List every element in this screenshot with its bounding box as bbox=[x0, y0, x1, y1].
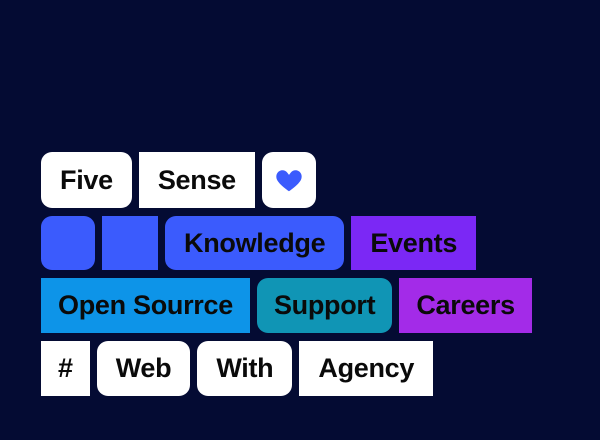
tag-empty-1[interactable] bbox=[41, 216, 95, 270]
tag-[interactable]: # bbox=[41, 341, 90, 396]
tag-label: # bbox=[58, 353, 73, 383]
tag-label: Web bbox=[115, 353, 172, 383]
tag-open-sourrce[interactable]: Open Sourrce bbox=[41, 278, 250, 333]
tag-row-3: Open Sourrce Support Careers bbox=[41, 278, 532, 333]
tag-label: Sense bbox=[157, 164, 236, 195]
tag-label: Open Sourrce bbox=[58, 290, 233, 320]
tag-label: Events bbox=[370, 227, 458, 258]
tag-five[interactable]: Five bbox=[41, 152, 132, 208]
tag-agency[interactable]: Agency bbox=[299, 341, 434, 396]
tag-label: Agency bbox=[318, 353, 415, 383]
tag-knowledge[interactable]: Knowledge bbox=[165, 216, 345, 270]
tag-row-2: Knowledge Events bbox=[41, 216, 477, 270]
tag-empty-2[interactable] bbox=[102, 216, 158, 270]
tag-sense[interactable]: Sense bbox=[138, 152, 255, 208]
tag-label: Careers bbox=[416, 290, 515, 320]
tag-row-4: # Web With Agency bbox=[41, 341, 434, 396]
tag-label: Knowledge bbox=[184, 227, 326, 258]
tag-label: Support bbox=[273, 290, 376, 320]
tag-careers[interactable]: Careers bbox=[399, 278, 532, 333]
tag-events[interactable]: Events bbox=[351, 216, 477, 270]
tag-heart[interactable] bbox=[261, 152, 316, 208]
tag-label: With bbox=[216, 353, 274, 383]
tag-label: Five bbox=[60, 164, 113, 195]
heart-icon bbox=[276, 170, 302, 192]
tag-row-1: Five Sense bbox=[41, 152, 316, 208]
tag-with[interactable]: With bbox=[197, 341, 293, 396]
tag-support[interactable]: Support bbox=[256, 278, 393, 333]
tag-web[interactable]: Web bbox=[96, 341, 191, 396]
